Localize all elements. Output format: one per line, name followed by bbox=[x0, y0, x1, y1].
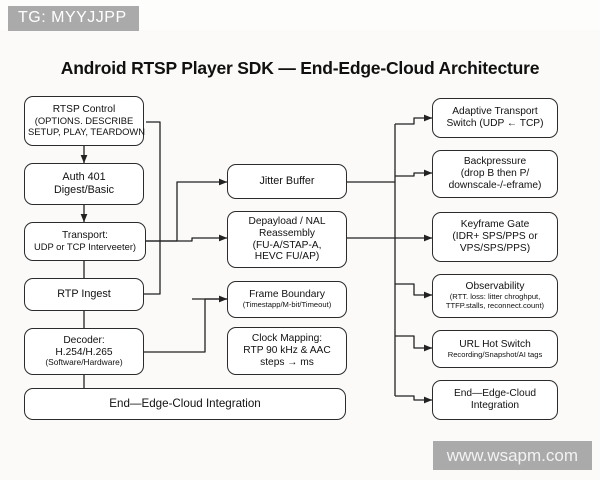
node-line: Recording/Snapshot/AI tags bbox=[447, 349, 543, 359]
node-line: Decoder: bbox=[63, 334, 105, 346]
node-line: (drop B then P/ bbox=[460, 168, 530, 180]
node-line: SETUP, PLAY, TEARDOWN bbox=[28, 125, 146, 137]
node-line: HEVC FU/AP) bbox=[254, 251, 320, 263]
page-title: Android RTSP Player SDK — End-Edge-Cloud… bbox=[60, 58, 540, 78]
node-integration-bar[interactable]: End—Edge-Cloud Integration bbox=[24, 388, 346, 420]
node-rtp-ingest[interactable]: RTP Ingest bbox=[24, 278, 144, 311]
node-line: TTFP.stalls, reconnect.count) bbox=[445, 300, 545, 310]
node-clock-mapping[interactable]: Clock Mapping: RTP 90 kHz & AAC steps → … bbox=[227, 327, 347, 375]
node-transport[interactable]: Transport: UDP or TCP Interveeter) bbox=[24, 222, 146, 261]
node-adaptive-transport-switch[interactable]: Adaptive Transport Switch (UDP ← TCP) bbox=[432, 98, 558, 138]
link-bus-to-backpressure bbox=[395, 169, 433, 177]
link-bus-to-url-switch bbox=[395, 335, 433, 352]
node-line: RTP Ingest bbox=[57, 288, 111, 301]
node-line: Transport: bbox=[61, 230, 109, 242]
node-line: (FU-A/STAP-A, bbox=[252, 239, 322, 251]
link-bus-to-adaptive bbox=[395, 114, 433, 125]
link-bus-to-end-edge-cloud bbox=[395, 395, 433, 404]
node-auth[interactable]: Auth 401 Digest/Basic bbox=[24, 163, 144, 205]
telegram-watermark-badge: TG: MYYJJPP bbox=[8, 6, 139, 31]
node-line: End—Edge-Cloud bbox=[453, 388, 537, 400]
node-line: Adaptive Transport bbox=[452, 106, 538, 118]
node-rtsp-control[interactable]: RTSP Control (OPTIONS. DESCRIBE SETUP, P… bbox=[24, 96, 146, 146]
node-line: Backpressure bbox=[463, 156, 527, 168]
node-line: H.254/H.265 bbox=[55, 346, 113, 358]
node-depayload-nal[interactable]: Depayload / NAL Reassembly (FU-A/STAP-A,… bbox=[227, 211, 347, 268]
node-line: Auth 401 bbox=[62, 171, 106, 184]
node-line: RTSP Control bbox=[52, 104, 116, 116]
node-decoder[interactable]: Decoder: H.254/H.265 (Software/Hardware) bbox=[24, 328, 144, 375]
link-transport-to-jitter bbox=[146, 178, 228, 242]
node-line: RTP 90 kHz & AAC bbox=[243, 345, 331, 357]
node-frame-boundary[interactable]: Frame Boundary (Timestapp/M-bit/Timeout) bbox=[227, 281, 347, 318]
node-line: Digest/Basic bbox=[53, 184, 114, 196]
site-watermark: www.wsapm.com bbox=[432, 441, 592, 470]
node-line: (RTT. loss: litter chroghput, bbox=[449, 292, 541, 302]
node-jitter-buffer[interactable]: Jitter Buffer bbox=[227, 164, 347, 199]
node-line: Frame Boundary bbox=[249, 289, 325, 301]
node-line: Jitter Buffer bbox=[259, 175, 315, 188]
node-line: Keyframe Gate bbox=[460, 219, 530, 231]
node-observability[interactable]: Observability (RTT. loss: litter chroghp… bbox=[432, 274, 558, 318]
node-line: (OPTIONS. DESCRIBE bbox=[34, 115, 134, 126]
node-end-edge-cloud[interactable]: End—Edge-Cloud Integration bbox=[432, 380, 558, 420]
link-rtsp-to-rtp-ingest bbox=[103, 121, 161, 298]
node-line: UDP or TCP Interveeter) bbox=[33, 240, 137, 252]
node-line: End—Edge-Cloud Integration bbox=[109, 397, 261, 411]
link-bus-to-depayload bbox=[177, 234, 228, 242]
node-line: steps → ms bbox=[260, 356, 314, 368]
node-line: (Software/Hardware) bbox=[45, 357, 123, 368]
node-line: Clock Mapping: bbox=[251, 333, 323, 345]
node-line: Integration bbox=[470, 400, 520, 411]
node-line: (IDR+ SPS/PPS or bbox=[452, 231, 538, 243]
node-line: downscale-/-eframe) bbox=[448, 179, 542, 191]
node-line: Switch (UDP ← TCP) bbox=[446, 118, 544, 129]
node-line: (Timestapp/M-bit/Timeout) bbox=[242, 300, 332, 310]
node-line: URL Hot Switch bbox=[459, 338, 531, 350]
node-url-hot-switch[interactable]: URL Hot Switch Recording/Snapshot/AI tag… bbox=[432, 330, 558, 368]
node-line: VPS/SPS/PPS) bbox=[459, 242, 531, 254]
node-line: Depayload / NAL bbox=[248, 215, 326, 227]
link-bus-to-observability bbox=[395, 283, 433, 299]
node-line: Observability bbox=[465, 281, 525, 293]
node-keyframe-gate[interactable]: Keyframe Gate (IDR+ SPS/PPS or VPS/SPS/P… bbox=[432, 212, 558, 262]
node-backpressure[interactable]: Backpressure (drop B then P/ downscale-/… bbox=[432, 150, 558, 198]
node-line: Reassembly bbox=[258, 227, 316, 239]
